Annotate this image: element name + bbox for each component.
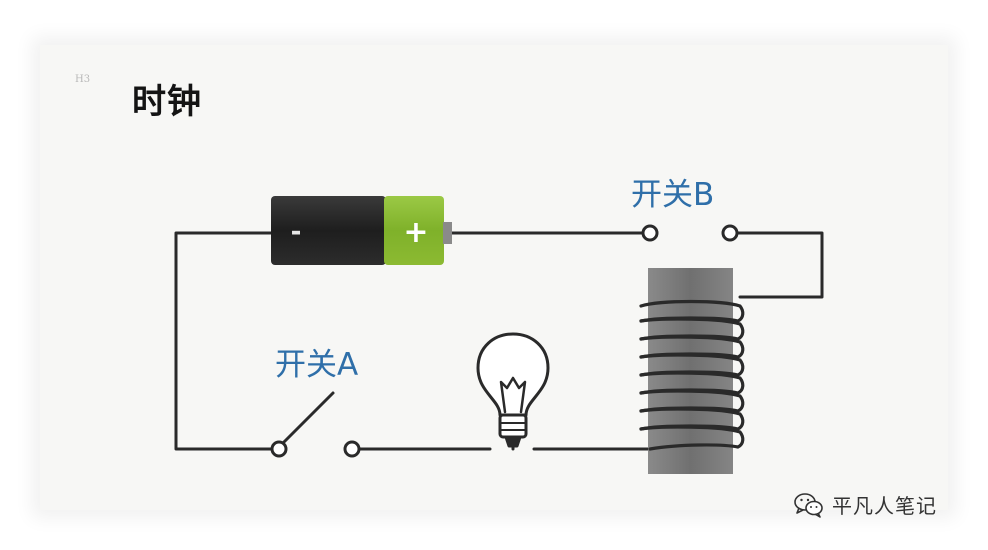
coil-windings	[639, 299, 745, 451]
switch-a-terminal-left	[270, 440, 288, 458]
switch-b-terminal-right	[721, 224, 739, 242]
wire-right	[736, 231, 824, 299]
switch-b-label: 开关B	[631, 177, 715, 213]
switch-a-lever	[278, 391, 335, 448]
battery-terminal	[443, 222, 452, 244]
bulb-glass	[476, 332, 550, 417]
battery: - +	[271, 196, 452, 265]
page-title: 时钟	[132, 82, 202, 122]
switch-a	[270, 391, 361, 458]
watermark-text: 平凡人笔记	[832, 494, 937, 518]
wire-left	[174, 231, 274, 451]
bulb-base	[498, 413, 528, 439]
battery-positive-symbol: +	[403, 215, 428, 250]
wechat-icon	[794, 492, 823, 518]
bulb-filament	[499, 376, 527, 414]
battery-negative-symbol: -	[291, 217, 302, 247]
switch-a-label: 开关A	[275, 347, 359, 383]
switch-b	[641, 224, 739, 242]
electromagnet	[639, 268, 745, 474]
light-bulb-icon	[476, 332, 550, 451]
watermark: 平凡人笔记	[794, 490, 937, 519]
switch-b-terminal-left	[641, 224, 659, 242]
page-tag: H3	[75, 74, 91, 85]
battery-negative-body	[271, 196, 386, 265]
battery-positive-body	[384, 196, 444, 265]
wires	[174, 231, 824, 451]
slide-panel	[40, 45, 948, 510]
switch-a-terminal-right	[343, 440, 361, 458]
